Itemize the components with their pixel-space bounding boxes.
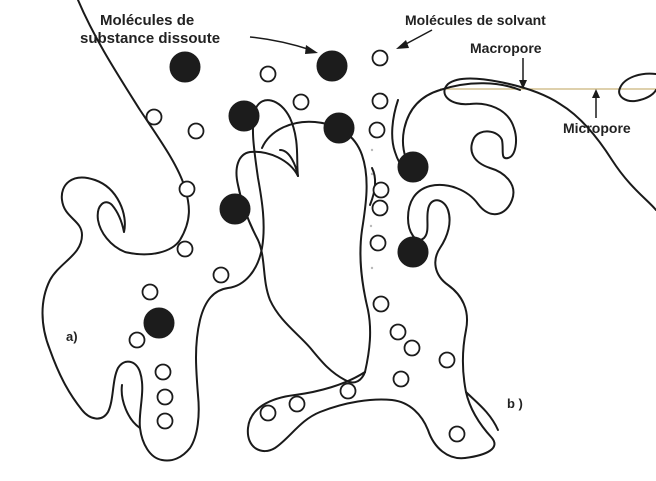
solvent-molecule	[294, 95, 309, 110]
solvent-pointer-arrow	[396, 30, 432, 49]
solvent-molecule	[440, 353, 455, 368]
solvent-molecule	[373, 201, 388, 216]
solute-molecule	[398, 152, 428, 182]
solute-molecule	[398, 237, 428, 267]
solvent-molecule	[214, 268, 229, 283]
pore-wall-left-pocket	[122, 385, 140, 428]
solvent-molecule	[371, 236, 386, 251]
solute-molecule	[317, 51, 347, 81]
label-solute-line1: Molécules de	[100, 12, 194, 29]
solute-molecule	[170, 52, 200, 82]
solute-molecule	[220, 194, 250, 224]
solvent-molecule	[341, 384, 356, 399]
solvent-molecule	[178, 242, 193, 257]
solvent-molecule	[391, 325, 406, 340]
solvent-molecule	[370, 123, 385, 138]
micropore-dimension-arrow	[592, 89, 600, 118]
label-micropore: Micropore	[563, 120, 631, 136]
pore-wall-central-finger	[256, 100, 298, 176]
solvent-molecule	[130, 333, 145, 348]
solvent-molecule	[180, 182, 195, 197]
solvent-molecule	[158, 390, 173, 405]
solvent-molecule	[189, 124, 204, 139]
solvent-molecule	[158, 414, 173, 429]
solute-pointer-arrow	[250, 37, 318, 54]
label-panel-a: a)	[66, 329, 78, 344]
solvent-molecule	[374, 297, 389, 312]
pore-wall-central-column	[262, 122, 370, 372]
solute-molecule	[324, 113, 354, 143]
pore-wall-bottom-tail	[248, 372, 465, 458]
label-solvent: Molécules de solvant	[405, 12, 546, 28]
solvent-molecule	[143, 285, 158, 300]
solvent-molecule	[394, 372, 409, 387]
solvent-molecule	[405, 341, 420, 356]
solvent-molecule	[290, 397, 305, 412]
solvent-molecule	[261, 67, 276, 82]
label-macropore: Macropore	[470, 40, 542, 56]
solvent-molecule	[156, 365, 171, 380]
label-panel-b: b )	[507, 396, 523, 411]
solvent-molecule	[373, 51, 388, 66]
solvent-molecule	[147, 110, 162, 125]
pore-wall-right-lobe	[619, 74, 656, 101]
solute-molecule	[144, 308, 174, 338]
solvent-molecule	[261, 406, 276, 421]
solute-molecule	[229, 101, 259, 131]
solvent-molecule	[373, 94, 388, 109]
solvent-molecule	[450, 427, 465, 442]
solvent-molecule	[374, 183, 389, 198]
